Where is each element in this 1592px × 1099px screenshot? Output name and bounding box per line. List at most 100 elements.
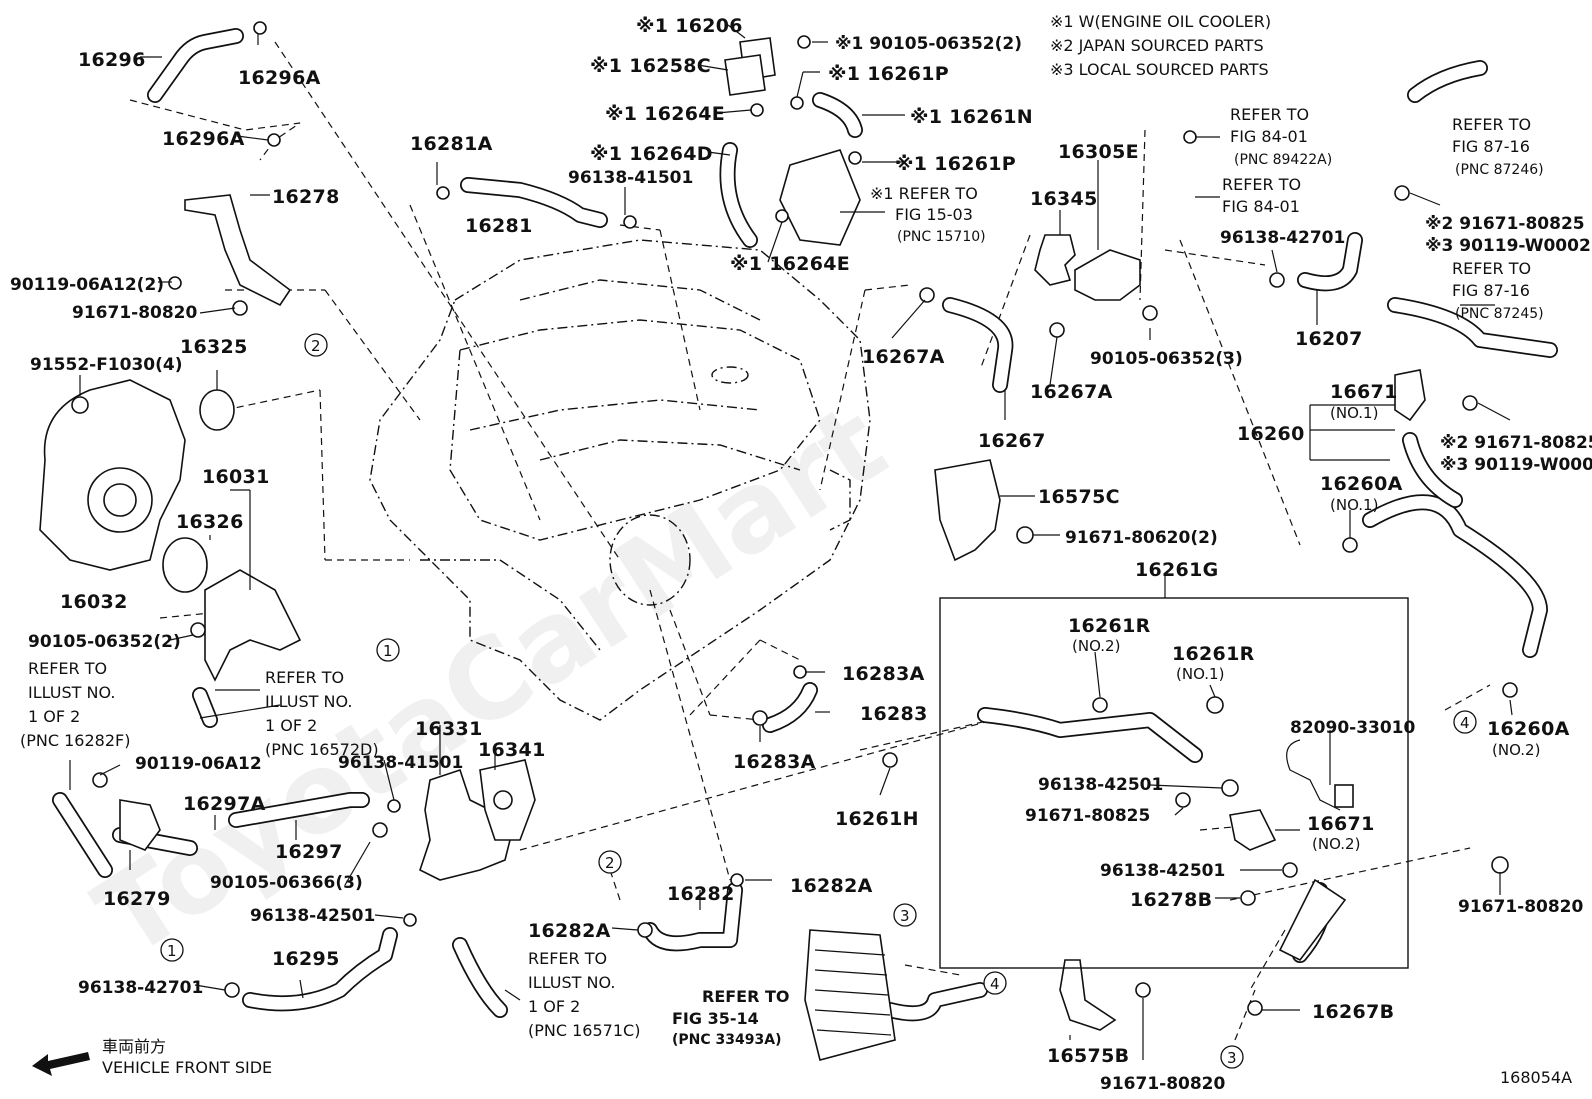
- label-90119-W0002-l: ※3 90119-W0002: [1425, 236, 1591, 256]
- label-ref-84-01b: REFER TO: [1222, 175, 1301, 194]
- label-refer-15-03b: FIG 15-03: [895, 205, 973, 224]
- label-16267: 16267: [978, 430, 1046, 452]
- label-91671-80825-j2: ※2 91671-80825: [1440, 433, 1592, 453]
- label-ref-35-14c: (PNC 33493A): [672, 1032, 781, 1048]
- label-ref-illust-b1: REFER TO: [265, 668, 344, 687]
- label-ref-illust-a1: REFER TO: [28, 659, 107, 678]
- label-16260: 16260: [1237, 423, 1305, 445]
- label-16261G: 16261G: [1135, 559, 1219, 581]
- label-ref-84-01a2: FIG 84-01: [1230, 127, 1308, 146]
- label-ref-87-16b2: FIG 87-16: [1452, 281, 1530, 300]
- leader-lines: [69, 24, 1513, 1060]
- label-refer-15-03a: ※1 REFER TO: [870, 184, 978, 203]
- label-82090: 82090-33010: [1290, 718, 1416, 738]
- front-arrow-icon: [32, 1052, 90, 1076]
- label-16261P-1: ※1 16261P: [828, 63, 949, 85]
- label-16326: 16326: [176, 511, 244, 533]
- legend-item-2: ※2 JAPAN SOURCED PARTS: [1050, 36, 1264, 55]
- label-16671-1: 16671: [1330, 381, 1398, 403]
- marker-4a: 4: [990, 975, 1000, 993]
- marker-3b: 3: [1227, 1049, 1237, 1067]
- label-90105-06352-3: 90105-06352(3): [1090, 349, 1243, 369]
- label-16281: 16281: [465, 215, 533, 237]
- label-16331: 16331: [415, 718, 483, 740]
- marker-3a: 3: [900, 907, 910, 925]
- label-ref-illust-a4: (PNC 16282F): [20, 731, 130, 750]
- label-16267A-1: 16267A: [862, 346, 945, 368]
- label-16282: 16282: [667, 883, 735, 905]
- label-ref-87-16b3: (PNC 87245): [1455, 306, 1544, 322]
- engine-block: [369, 239, 871, 721]
- marker-2a: 2: [311, 337, 321, 355]
- label-16267A-2: 16267A: [1030, 381, 1113, 403]
- label-16305E: 16305E: [1058, 141, 1139, 163]
- label-16258C: ※1 16258C: [590, 55, 711, 77]
- marker-1a: 1: [383, 642, 393, 660]
- label-16260A-2: 16260A: [1487, 718, 1570, 740]
- label-16295: 16295: [272, 948, 340, 970]
- label-16297A: 16297A: [183, 793, 266, 815]
- watermark: ToyotaCarMart: [74, 379, 907, 982]
- label-ref-illust-c2: ILLUST NO.: [528, 973, 615, 992]
- label-96138-42501-c: 96138-42501: [1100, 861, 1225, 881]
- marker-2b: 2: [605, 854, 615, 872]
- figure-id: 168054A: [1500, 1068, 1572, 1087]
- label-ref-illust-a2: ILLUST NO.: [28, 683, 115, 702]
- label-16261R-2: 16261R: [1068, 615, 1151, 637]
- label-16283: 16283: [860, 703, 928, 725]
- label-90105-06352-2: 90105-06352(2): [28, 632, 181, 652]
- label-ref-illust-c4: (PNC 16571C): [528, 1021, 640, 1040]
- label-90105-06366: 90105-06366(3): [210, 873, 363, 893]
- label-16261P-2: ※1 16261P: [895, 153, 1016, 175]
- label-ref-illust-a3: 1 OF 2: [28, 707, 80, 726]
- label-ref-87-16a3: (PNC 87246): [1455, 162, 1544, 178]
- label-90119-06A12: 90119-06A12: [135, 754, 262, 774]
- label-16296A-2: 16296A: [162, 128, 245, 150]
- label-ref-35-14b: FIG 35-14: [672, 1009, 759, 1028]
- label-16264D: ※1 16264D: [590, 143, 713, 165]
- label-ref-84-01a3: (PNC 89422A): [1234, 152, 1332, 168]
- label-ref-illust-b2: ILLUST NO.: [265, 692, 352, 711]
- markers: 2 1 1 2 3 4 4 3: [160, 333, 1477, 1069]
- label-16260A-2n: (NO.2): [1492, 741, 1540, 759]
- label-90119-W0002-l2: ※3 90119-W0002: [1440, 455, 1592, 475]
- label-16671-2n: (NO.2): [1312, 835, 1360, 853]
- label-16671-2: 16671: [1307, 813, 1375, 835]
- label-ref-illust-c3: 1 OF 2: [528, 997, 580, 1016]
- label-16297: 16297: [275, 841, 343, 863]
- label-ref-87-16b: REFER TO: [1452, 259, 1531, 278]
- marker-4b: 4: [1460, 714, 1470, 732]
- label-16264E-1: ※1 16264E: [605, 103, 725, 125]
- label-16279: 16279: [103, 888, 171, 910]
- label-16264E-2: ※1 16264E: [730, 253, 850, 275]
- label-16261H: 16261H: [835, 808, 919, 830]
- label-96138-42501-b: 96138-42501: [1038, 775, 1163, 795]
- label-16261N: ※1 16261N: [910, 106, 1033, 128]
- label-96138-42701-b: 96138-42701: [1220, 228, 1345, 248]
- label-16296A-1: 16296A: [238, 67, 321, 89]
- label-16031: 16031: [202, 466, 270, 488]
- label-16261R-2n: (NO.2): [1072, 637, 1120, 655]
- label-96138-42701-a: 96138-42701: [78, 978, 203, 998]
- label-16325: 16325: [180, 336, 248, 358]
- label-16296: 16296: [78, 49, 146, 71]
- label-91671-80825-j: ※2 91671-80825: [1425, 214, 1585, 234]
- label-16282A-2: 16282A: [528, 920, 611, 942]
- label-16575C: 16575C: [1038, 486, 1120, 508]
- front-label-en: VEHICLE FRONT SIDE: [102, 1058, 272, 1077]
- label-16283A-2: 16283A: [733, 751, 816, 773]
- label-16032: 16032: [60, 591, 128, 613]
- label-96138-41501-a: 96138-41501: [568, 168, 693, 188]
- label-190105: ※1 90105-06352(2): [835, 34, 1022, 54]
- label-91671-80620: 91671-80620(2): [1065, 528, 1218, 548]
- label-16283A-1: 16283A: [842, 663, 925, 685]
- label-16260A-1n: (NO.1): [1330, 496, 1378, 514]
- label-91671-80820-r: 91671-80820: [1458, 897, 1584, 917]
- label-16207: 16207: [1295, 328, 1363, 350]
- part-labels: 16296 16296A 16296A 16278 90119-06A12(2)…: [10, 15, 1592, 1094]
- label-91671-80820-a: 91671-80820: [72, 303, 198, 323]
- label-91552: 91552-F1030(4): [30, 355, 183, 375]
- label-ref-87-16a2: FIG 87-16: [1452, 137, 1530, 156]
- label-16206: ※1 16206: [636, 15, 743, 37]
- label-16260A-1: 16260A: [1320, 473, 1403, 495]
